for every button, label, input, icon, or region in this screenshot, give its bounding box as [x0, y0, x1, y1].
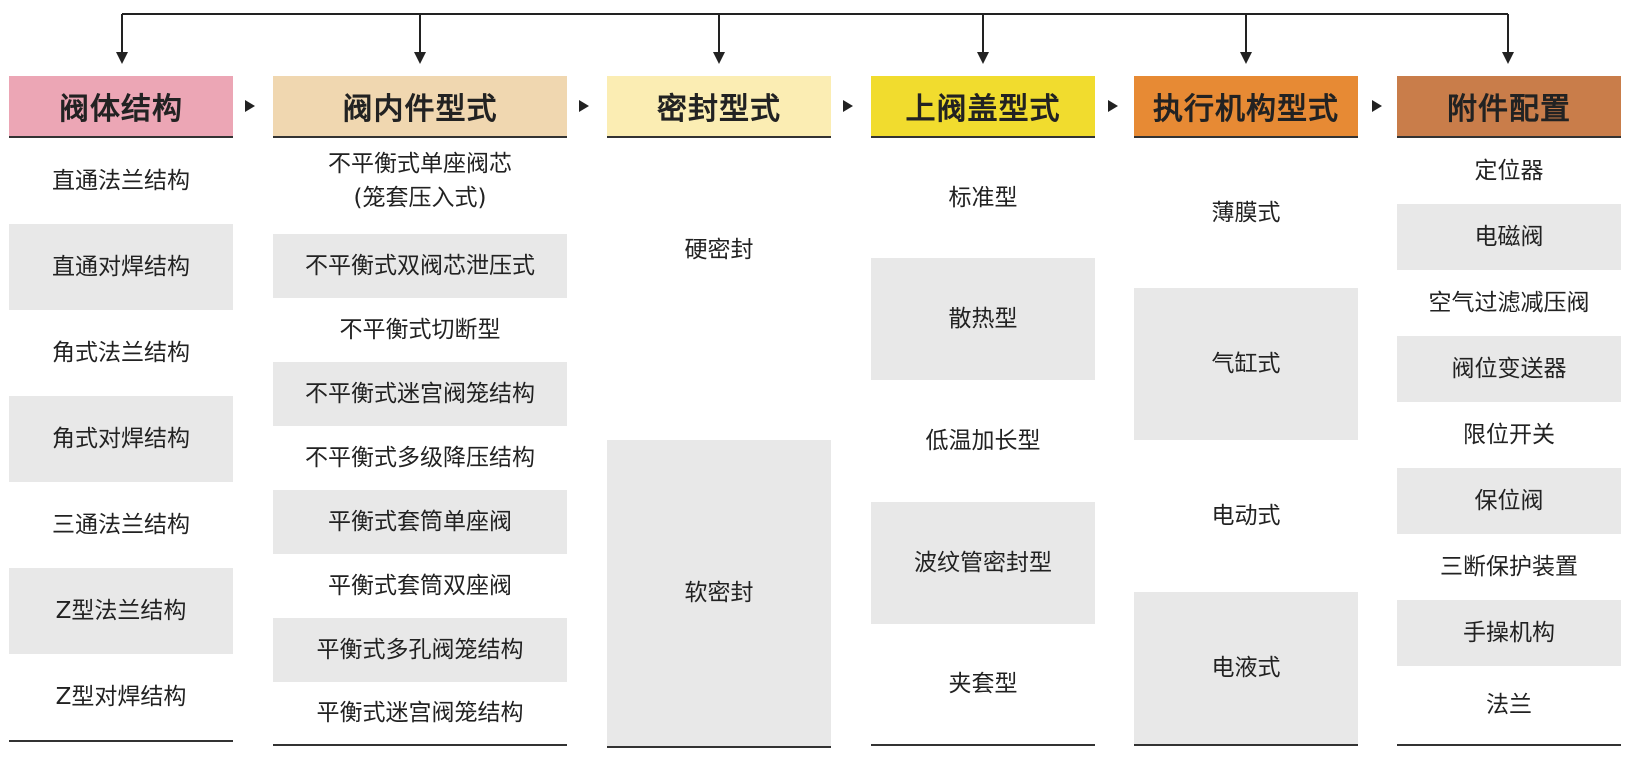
flow-arrow-icon — [843, 100, 853, 112]
column-accessories: 附件配置 定位器 电磁阀 空气过滤减压阀 阀位变送器 限位开关 保位阀 三断保护… — [1397, 76, 1621, 750]
list-item: 平衡式多孔阀笼结构 — [273, 618, 567, 682]
list-item: 硬密封 — [684, 237, 754, 263]
list-item: 角式对焊结构 — [9, 396, 233, 482]
bottom-rule — [871, 744, 1095, 746]
list-item: 不平衡式多级降压结构 — [305, 445, 535, 471]
list-item: 散热型 — [871, 258, 1095, 380]
list-item: 直通法兰结构 — [52, 168, 190, 194]
list-item: 三断保护装置 — [1440, 554, 1578, 580]
list-item: 电动式 — [1211, 503, 1281, 529]
list-item: 波纹管密封型 — [871, 502, 1095, 624]
bottom-rule — [1134, 744, 1358, 746]
bottom-rule — [1397, 744, 1621, 746]
column-actuator: 执行机构型式 薄膜式 气缸式 电动式 电液式 — [1134, 76, 1358, 750]
column-header: 执行机构型式 — [1134, 76, 1358, 138]
bottom-rule — [607, 746, 831, 748]
list-item: 定位器 — [1474, 158, 1544, 184]
list-item: 气缸式 — [1134, 288, 1358, 440]
list-item: 软密封 — [607, 440, 831, 746]
list-item: 三通法兰结构 — [52, 512, 190, 538]
list-item: 夹套型 — [948, 671, 1018, 697]
column-trim: 阀内件型式 不平衡式单座阀芯 (笼套压入式) 不平衡式双阀芯泄压式 不平衡式切断… — [273, 76, 567, 746]
list-item: 限位开关 — [1463, 422, 1555, 448]
column-valve-body: 阀体结构 直通法兰结构 直通对焊结构 角式法兰结构 角式对焊结构 三通法兰结构 … — [9, 76, 233, 746]
column-header: 附件配置 — [1397, 76, 1621, 138]
column-header: 上阀盖型式 — [871, 76, 1095, 138]
list-item: Z型对焊结构 — [55, 684, 187, 710]
column-bonnet: 上阀盖型式 标准型 散热型 低温加长型 波纹管密封型 夹套型 — [871, 76, 1095, 750]
list-item: 标准型 — [948, 185, 1018, 211]
list-item: 不平衡式单座阀芯 (笼套压入式) — [328, 151, 512, 211]
flow-arrow-icon — [579, 100, 589, 112]
flow-arrow-icon — [1372, 100, 1382, 112]
list-item: 平衡式套筒单座阀 — [273, 490, 567, 554]
list-item: 平衡式迷宫阀笼结构 — [316, 700, 524, 726]
list-item: 不平衡式切断型 — [339, 317, 501, 343]
bottom-rule — [273, 744, 567, 746]
list-item: 平衡式套筒双座阀 — [328, 573, 512, 599]
column-seal: 密封型式 硬密封 软密封 — [607, 76, 831, 750]
bottom-rule — [9, 740, 233, 742]
list-item: 手操机构 — [1397, 600, 1621, 666]
column-header: 阀体结构 — [9, 76, 233, 138]
list-item: 电磁阀 — [1397, 204, 1621, 270]
list-item: 不平衡式双阀芯泄压式 — [273, 234, 567, 298]
list-item: 保位阀 — [1397, 468, 1621, 534]
list-item: 直通对焊结构 — [9, 224, 233, 310]
list-item: 不平衡式迷宫阀笼结构 — [273, 362, 567, 426]
list-item: 阀位变送器 — [1397, 336, 1621, 402]
list-item: 低温加长型 — [925, 428, 1041, 454]
column-header: 阀内件型式 — [273, 76, 567, 138]
flow-arrow-icon — [1108, 100, 1118, 112]
list-item: 法兰 — [1486, 692, 1532, 718]
list-item: 电液式 — [1134, 592, 1358, 744]
list-item: 薄膜式 — [1211, 200, 1281, 226]
column-header: 密封型式 — [607, 76, 831, 138]
list-item: Z型法兰结构 — [9, 568, 233, 654]
flow-arrow-icon — [245, 100, 255, 112]
list-item: 角式法兰结构 — [52, 340, 190, 366]
list-item: 空气过滤减压阀 — [1428, 290, 1590, 316]
